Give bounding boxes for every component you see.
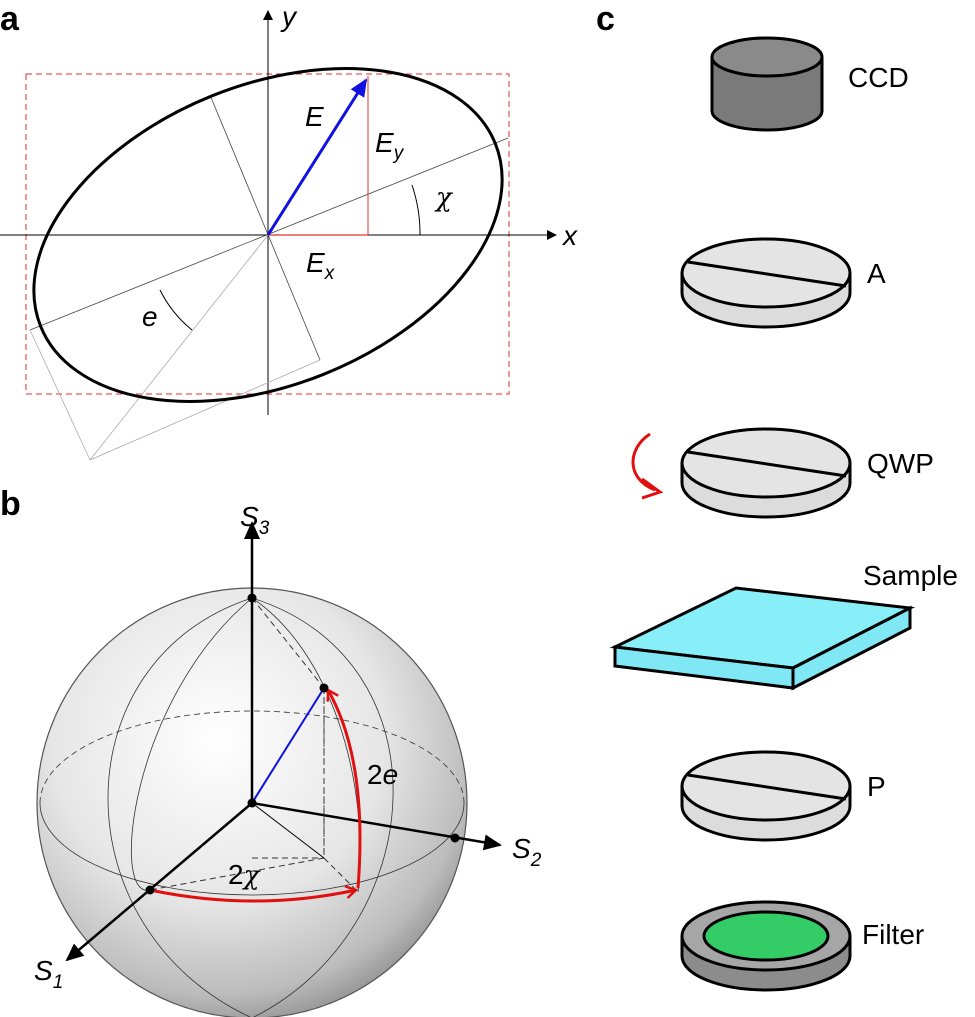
qwp-label: QWP [867, 448, 934, 479]
y-axis-label: y [280, 1, 298, 32]
s2-label: S2 [512, 833, 542, 871]
panel-a: a x y E Ey Ex χ e [0, 0, 578, 461]
equator-front [39, 802, 465, 896]
polarization-ellipse [32, 67, 504, 403]
north-pole-point [247, 593, 257, 603]
ccd-top [710, 36, 824, 78]
two-e-arc [326, 687, 362, 889]
s2-main: S [512, 833, 531, 864]
sample-label: Sample [863, 560, 958, 591]
ccd-body [710, 57, 824, 132]
meridian-right [251, 597, 394, 1017]
x-axis-label: x [561, 220, 578, 251]
meridian-front [130, 597, 253, 891]
s1-axis [65, 802, 253, 962]
origin-point [247, 798, 257, 808]
panel-c-letter: c [596, 0, 615, 38]
ey-sub: y [392, 143, 405, 164]
rotation-arrowhead-icon [641, 477, 664, 500]
state-point [319, 683, 329, 693]
two-chi-num: 2 [228, 859, 244, 890]
ex-sub: x [324, 263, 336, 284]
minor-axis [209, 94, 321, 361]
two-e-sym: e [383, 759, 399, 790]
e-angle-arc [159, 289, 193, 331]
analyzer-axis-line [687, 260, 847, 288]
s3-main: S [240, 501, 259, 532]
panel-c: c CCD A QWP Sample [596, 0, 958, 992]
analyzer-label: A [867, 258, 886, 289]
rotation-arrow-icon [631, 432, 656, 492]
chi-angle-arc [411, 184, 421, 236]
filter-label: Filter [862, 919, 924, 950]
sphere-grid [39, 597, 465, 1017]
s1-label: S1 [34, 955, 63, 993]
ey-label: Ey [375, 127, 405, 164]
ccd-component: CCD [710, 36, 909, 132]
ey-main: E [375, 127, 394, 158]
polarizer-label: P [867, 771, 886, 802]
state-vector [251, 687, 325, 804]
state-projection [251, 802, 325, 859]
polarizer-component: P [680, 750, 886, 842]
two-chi-sym: χ [242, 861, 262, 891]
field-vector [266, 78, 368, 236]
chi-label: χ [434, 183, 454, 213]
field-label: E [305, 101, 324, 132]
panel-b-letter: b [0, 485, 21, 523]
panel-a-letter: a [0, 0, 20, 38]
s1-sub: 1 [53, 972, 64, 993]
two-chi-arc [149, 885, 359, 903]
qwp-axis-line [687, 450, 847, 478]
sample-side [791, 605, 912, 691]
e-label: e [142, 301, 158, 332]
meridian-left [107, 597, 253, 1017]
s2-sub: 2 [530, 850, 542, 871]
filter-component: Filter [680, 900, 924, 992]
panel-b: b [0, 485, 542, 1017]
ccd-label: CCD [848, 62, 909, 93]
filter-glass [702, 910, 830, 962]
qwp-component: QWP [631, 427, 934, 519]
equator-back [39, 710, 465, 804]
s2-point [450, 833, 460, 843]
sample-component: Sample [609, 560, 958, 691]
analyzer-component: A [680, 237, 886, 329]
sphere-points [145, 593, 460, 895]
ex-main: E [306, 247, 325, 278]
s1-main: S [34, 955, 53, 986]
s1-point [145, 885, 155, 895]
s3-label: S3 [240, 501, 270, 539]
polarizer-axis-line [687, 773, 847, 801]
construction-lines [29, 234, 321, 461]
two-e-label: 2e [367, 759, 398, 790]
two-e-num: 2 [367, 759, 383, 790]
s3-sub: 3 [259, 518, 270, 539]
two-chi-label: 2χ [228, 859, 262, 891]
ex-label: Ex [306, 247, 336, 284]
